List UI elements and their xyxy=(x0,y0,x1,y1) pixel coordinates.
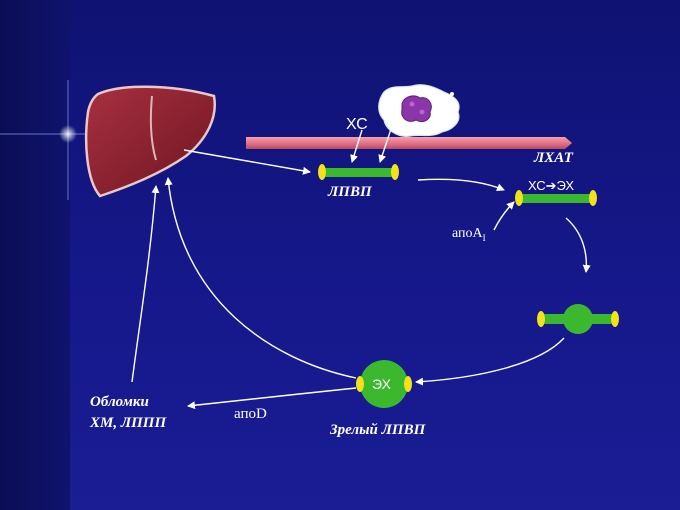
macrophage-icon xyxy=(378,84,460,137)
label-apoa1-prefix: апо xyxy=(452,226,473,241)
label-lpvp: ЛПВП xyxy=(328,184,372,200)
label-apod-prefix: апо xyxy=(234,406,256,422)
label-apod-letter: D xyxy=(256,406,267,422)
arrow-liver-to-hdl xyxy=(183,149,311,175)
label-fragments: Обломки ХМ, ЛППП xyxy=(90,392,166,434)
arrow-lcat-down xyxy=(565,217,591,273)
arrow-to-mature xyxy=(415,337,565,386)
intermediate-hdl xyxy=(537,304,619,334)
label-lhat: ЛХАТ xyxy=(534,150,573,166)
label-apoa1-sub: I xyxy=(482,232,486,243)
liver-icon xyxy=(84,85,217,198)
label-fragments-line2: ХМ, ЛППП xyxy=(90,415,167,431)
arrow-mature-to-fragments xyxy=(187,387,357,410)
label-apod: апоD xyxy=(234,406,267,423)
arrows xyxy=(131,125,591,410)
label-xc: ХС xyxy=(346,116,368,133)
arrow-cell-to-hdl-2 xyxy=(378,125,393,163)
label-ex: ЭХ xyxy=(372,376,391,392)
arrow-mature-to-liver xyxy=(164,177,357,379)
arrow-hdl-to-lcat xyxy=(417,178,505,192)
label-mature-hdl: Зрелый ЛПВП xyxy=(330,422,426,438)
arrow-fragments-to-liver xyxy=(131,185,160,383)
slide-left-band xyxy=(0,0,70,510)
lcat-hdl xyxy=(515,190,597,206)
label-apoa1: апоАI xyxy=(452,226,486,243)
arrow-cell-to-hdl-1 xyxy=(350,129,363,163)
mature-hdl-particle xyxy=(356,360,412,408)
label-apoa1-letter: А xyxy=(472,226,483,241)
label-xc-to-ex: ХС➔ЭХ xyxy=(528,178,575,193)
blood-vessel xyxy=(246,137,572,149)
label-fragments-line1: Обломки xyxy=(90,394,149,410)
nascent-hdl xyxy=(318,164,399,180)
arrow-apoa-to-lcat xyxy=(493,201,515,231)
